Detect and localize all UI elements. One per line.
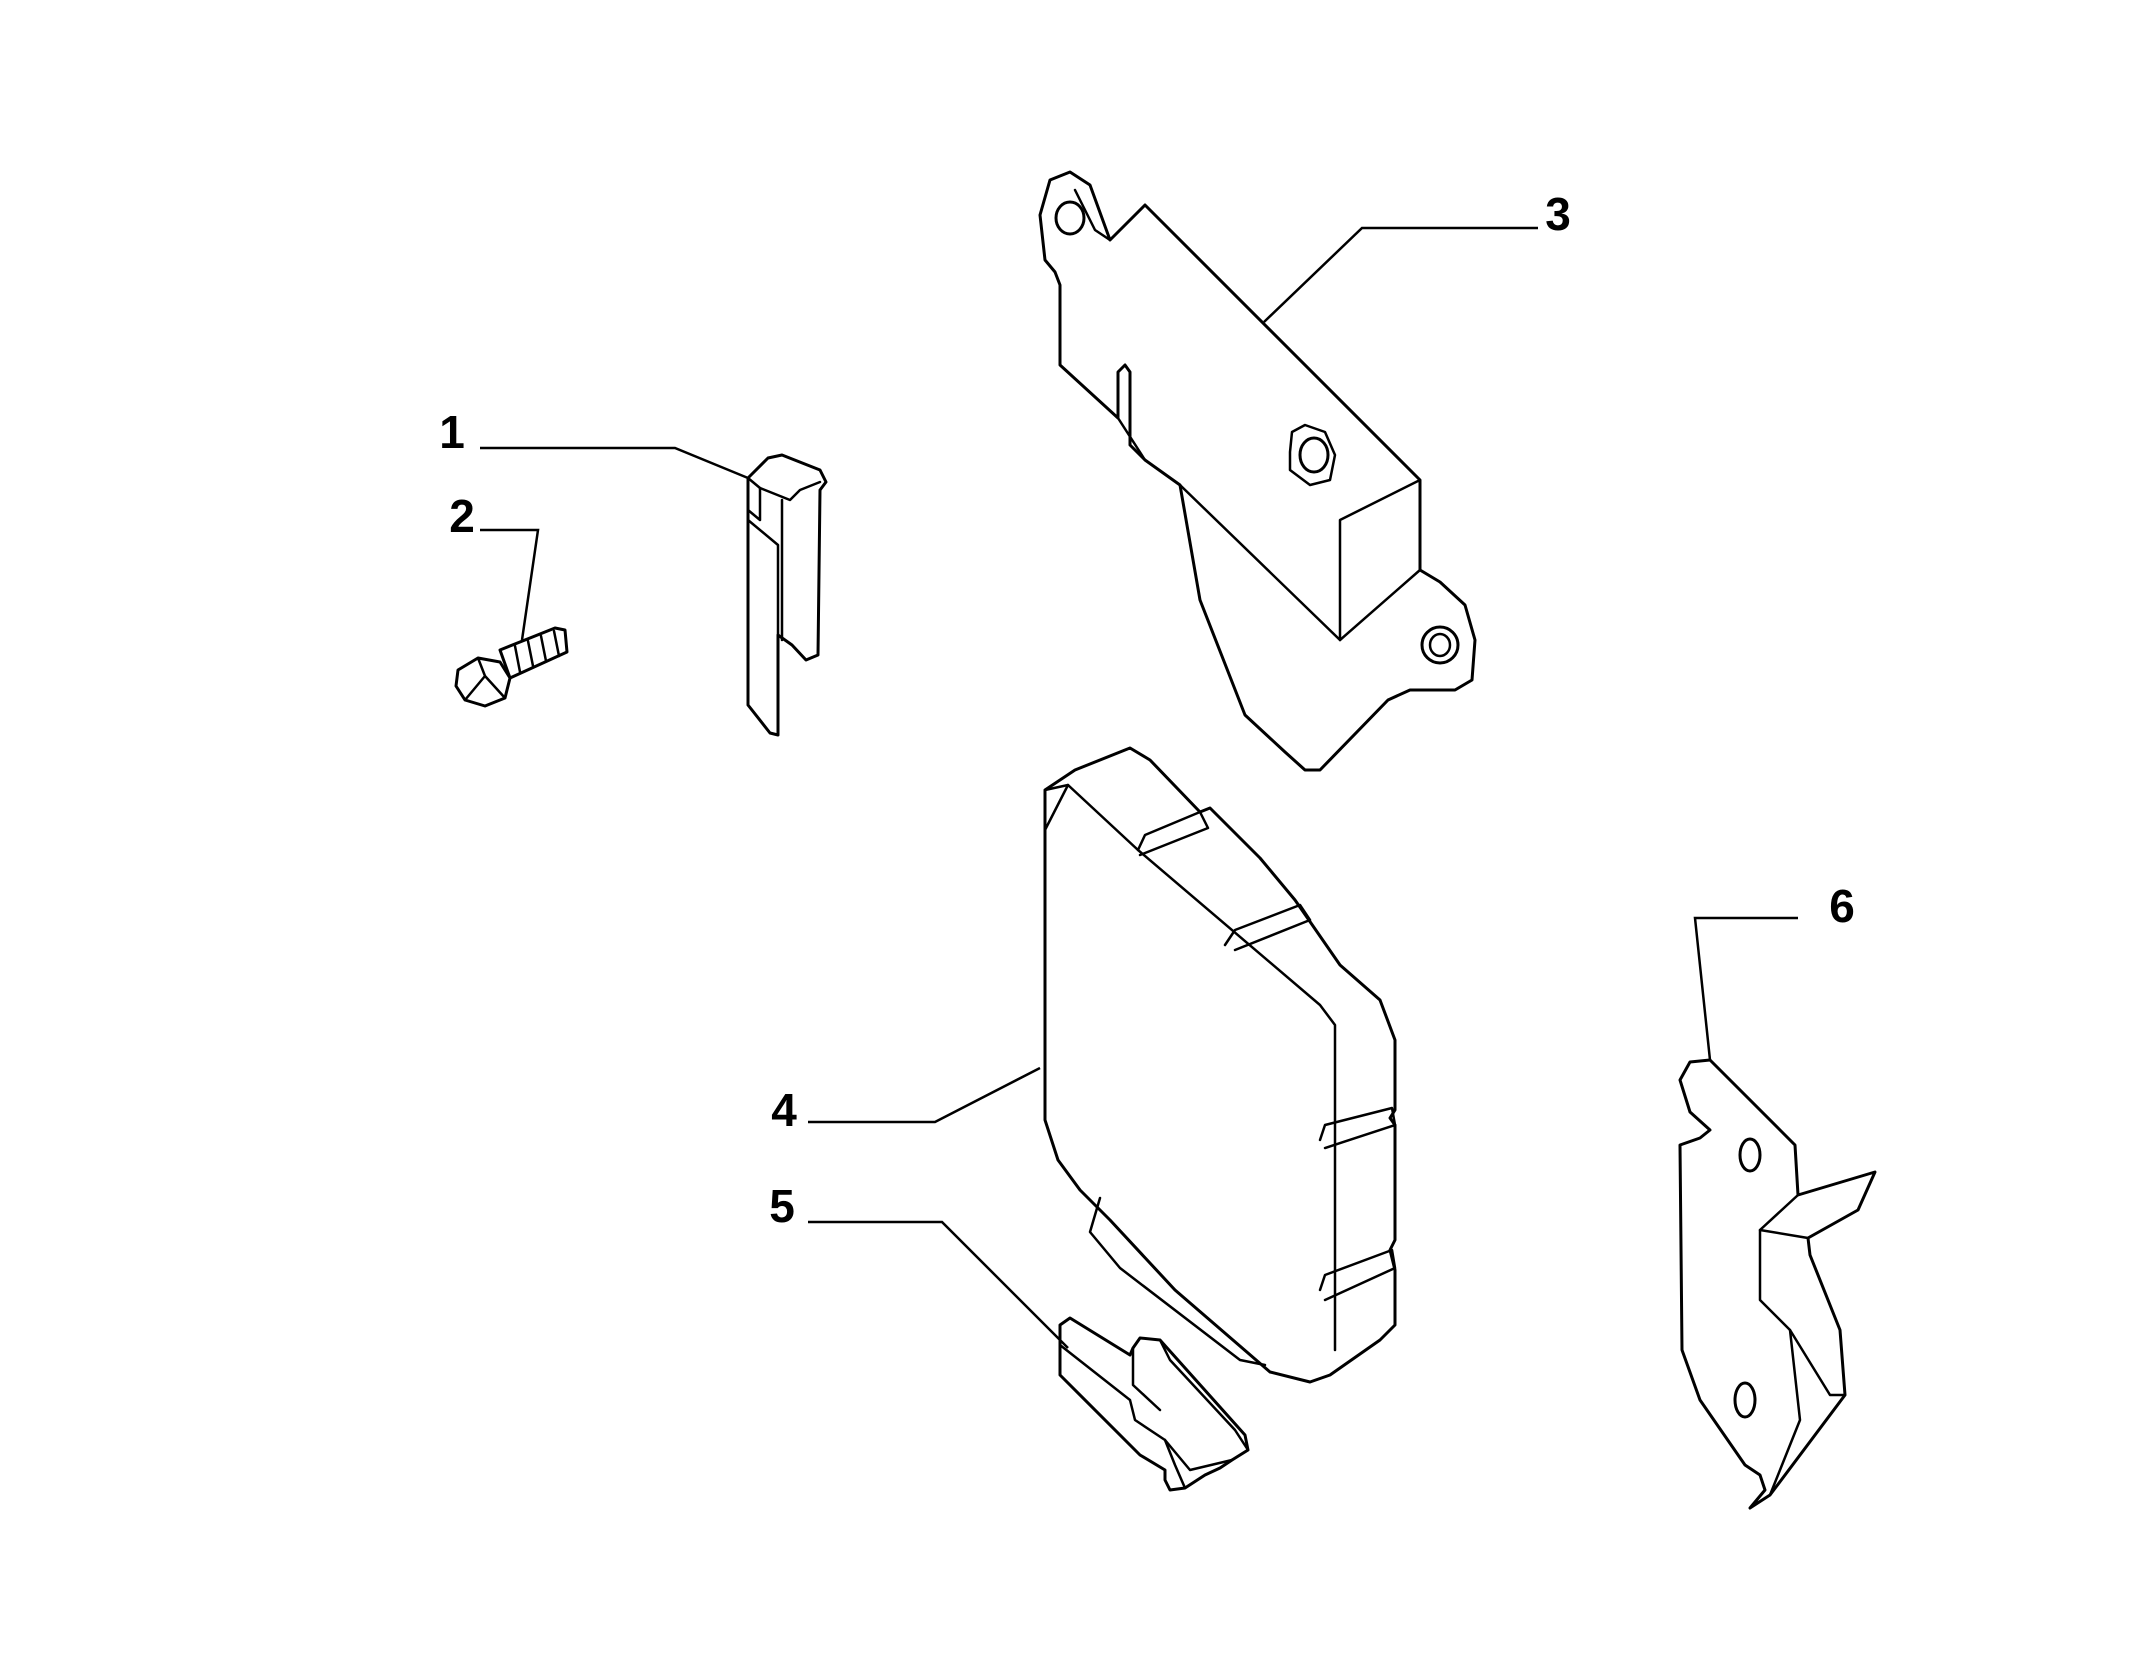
part-4-control-unit: [1043, 746, 1397, 1384]
callout-5: 5: [769, 1180, 795, 1232]
part-2-bolt: [454, 626, 569, 708]
leader-6: [1693, 916, 1798, 1061]
leader-lines: [480, 226, 1798, 1349]
leader-4: [808, 1066, 1041, 1124]
leader-3: [1263, 226, 1538, 323]
leader-2: [480, 528, 540, 641]
callout-1: 1: [439, 406, 465, 458]
callout-4: 4: [771, 1084, 797, 1136]
part-3-mounting-bracket: [1038, 170, 1477, 772]
callout-3: 3: [1545, 188, 1571, 240]
callout-6: 6: [1829, 880, 1855, 932]
leader-1: [480, 446, 749, 480]
part-5-clip: [1058, 1316, 1250, 1492]
leader-5: [808, 1220, 1069, 1349]
callout-2: 2: [449, 490, 475, 542]
part-6-angled-bracket: [1678, 1058, 1877, 1510]
part-1-clip: [746, 453, 828, 737]
